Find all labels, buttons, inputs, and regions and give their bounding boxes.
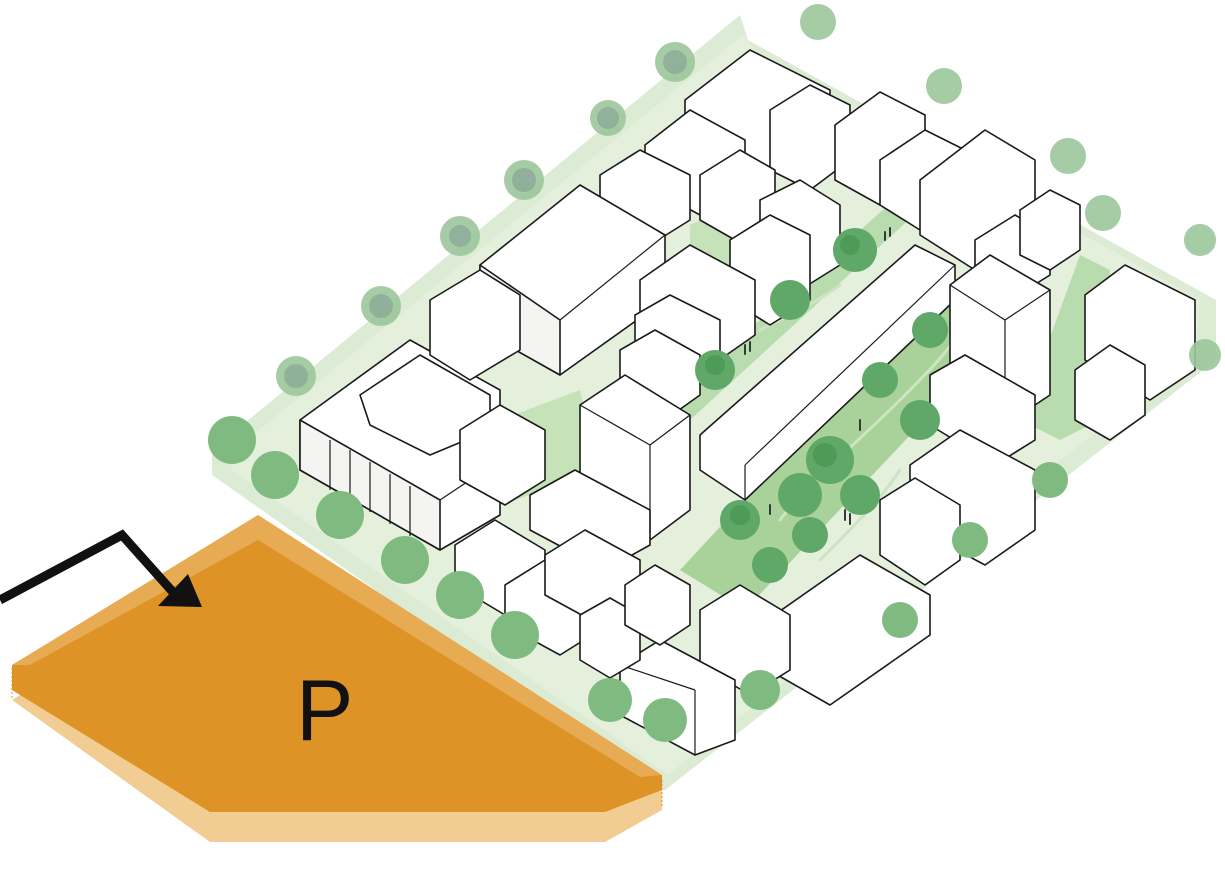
bent-arrow-icon (0, 529, 202, 607)
parking-lot: P (11, 515, 663, 842)
tree-icons (208, 4, 1221, 742)
building-blocks (299, 49, 1196, 756)
person-icons (744, 227, 891, 525)
parking-label: P (296, 663, 353, 759)
